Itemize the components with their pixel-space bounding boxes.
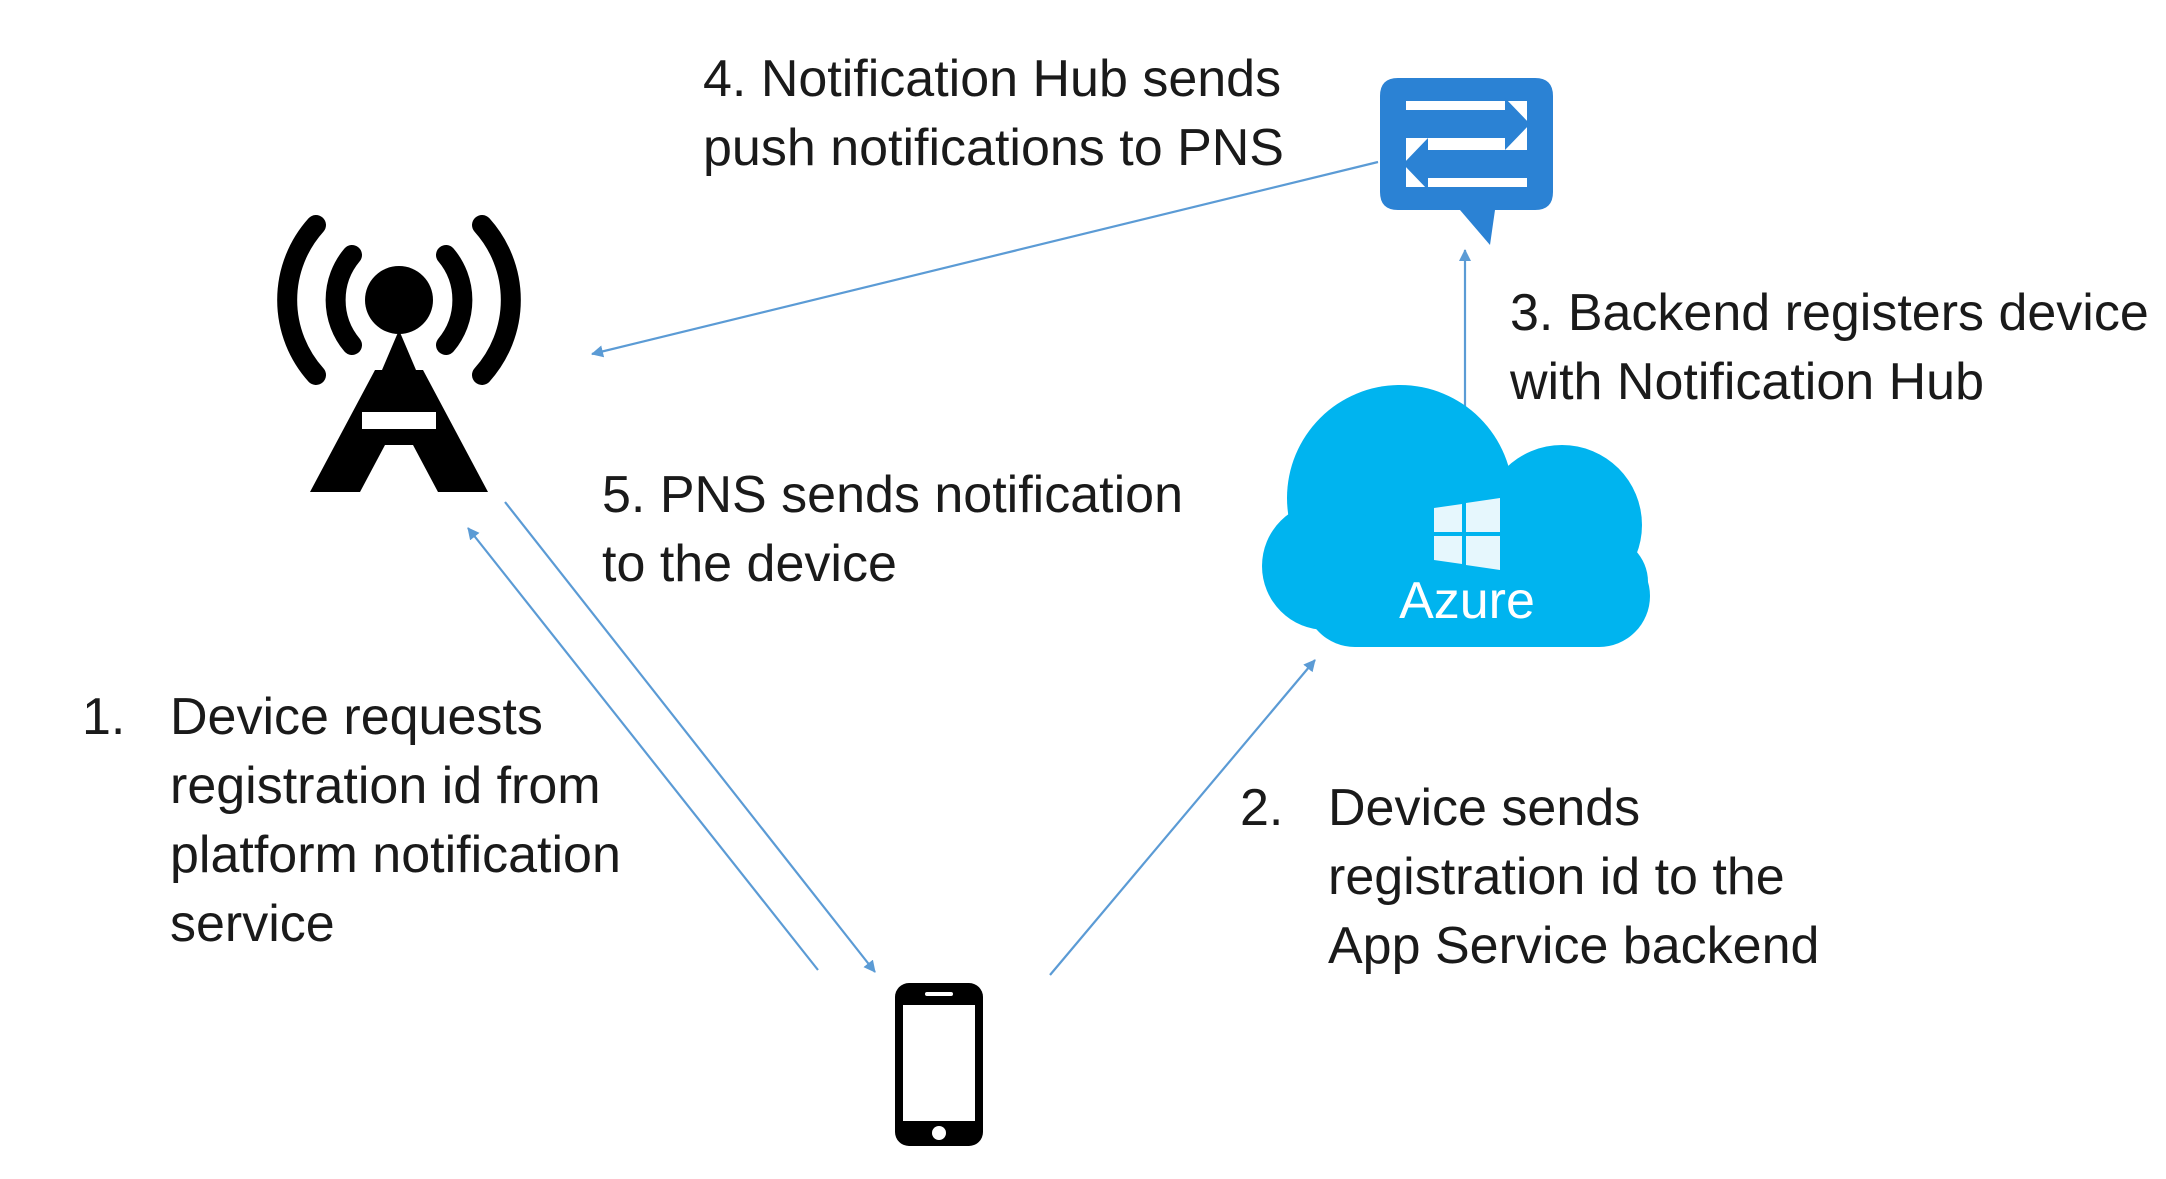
step4-line: push notifications to PNS	[703, 119, 1284, 177]
step2-line: registration id to the	[1328, 848, 1785, 906]
arrow-step1-device-to-pns	[467, 527, 819, 971]
step2-line: Device sends	[1328, 779, 1641, 837]
step2-number: 2.	[1240, 779, 1284, 837]
step1-line: Device requests	[170, 688, 543, 746]
step5-label: 5. PNS sends notification to the device	[602, 461, 1183, 599]
step1-line: service	[170, 895, 335, 953]
radio-tower-icon	[277, 215, 521, 492]
step2-label: 2. Device sends registration id to the A…	[1240, 774, 1819, 981]
notification-hub-icon	[1380, 78, 1553, 245]
step3-label: 3. Backend registers device with Notific…	[1510, 279, 2149, 417]
step4-label: 4. Notification Hub sends push notificat…	[703, 45, 1284, 183]
arrow-step5-pns-to-device	[504, 501, 876, 973]
arrow-step2-device-to-cloud	[1049, 659, 1316, 976]
windows-logo-icon	[1434, 498, 1500, 570]
step1-number: 1.	[82, 688, 126, 746]
step1-line: registration id from	[170, 757, 601, 815]
smartphone-icon	[895, 983, 983, 1146]
step4-line: 4. Notification Hub sends	[703, 50, 1282, 108]
azure-cloud-icon: Azure	[1262, 385, 1650, 647]
step1-label: 1. Device requests registration id from …	[82, 683, 621, 959]
step5-line: to the device	[602, 535, 897, 593]
step2-line: App Service backend	[1328, 917, 1820, 975]
step3-line: with Notification Hub	[1510, 353, 1984, 411]
step5-line: 5. PNS sends notification	[602, 466, 1183, 524]
arrow-step4-hub-to-pns	[591, 160, 1379, 358]
step1-line: platform notification	[170, 826, 621, 884]
step3-line: 3. Backend registers device	[1510, 284, 2149, 342]
flow-arrows	[467, 160, 1471, 976]
cloud-label: Azure	[1399, 572, 1535, 630]
